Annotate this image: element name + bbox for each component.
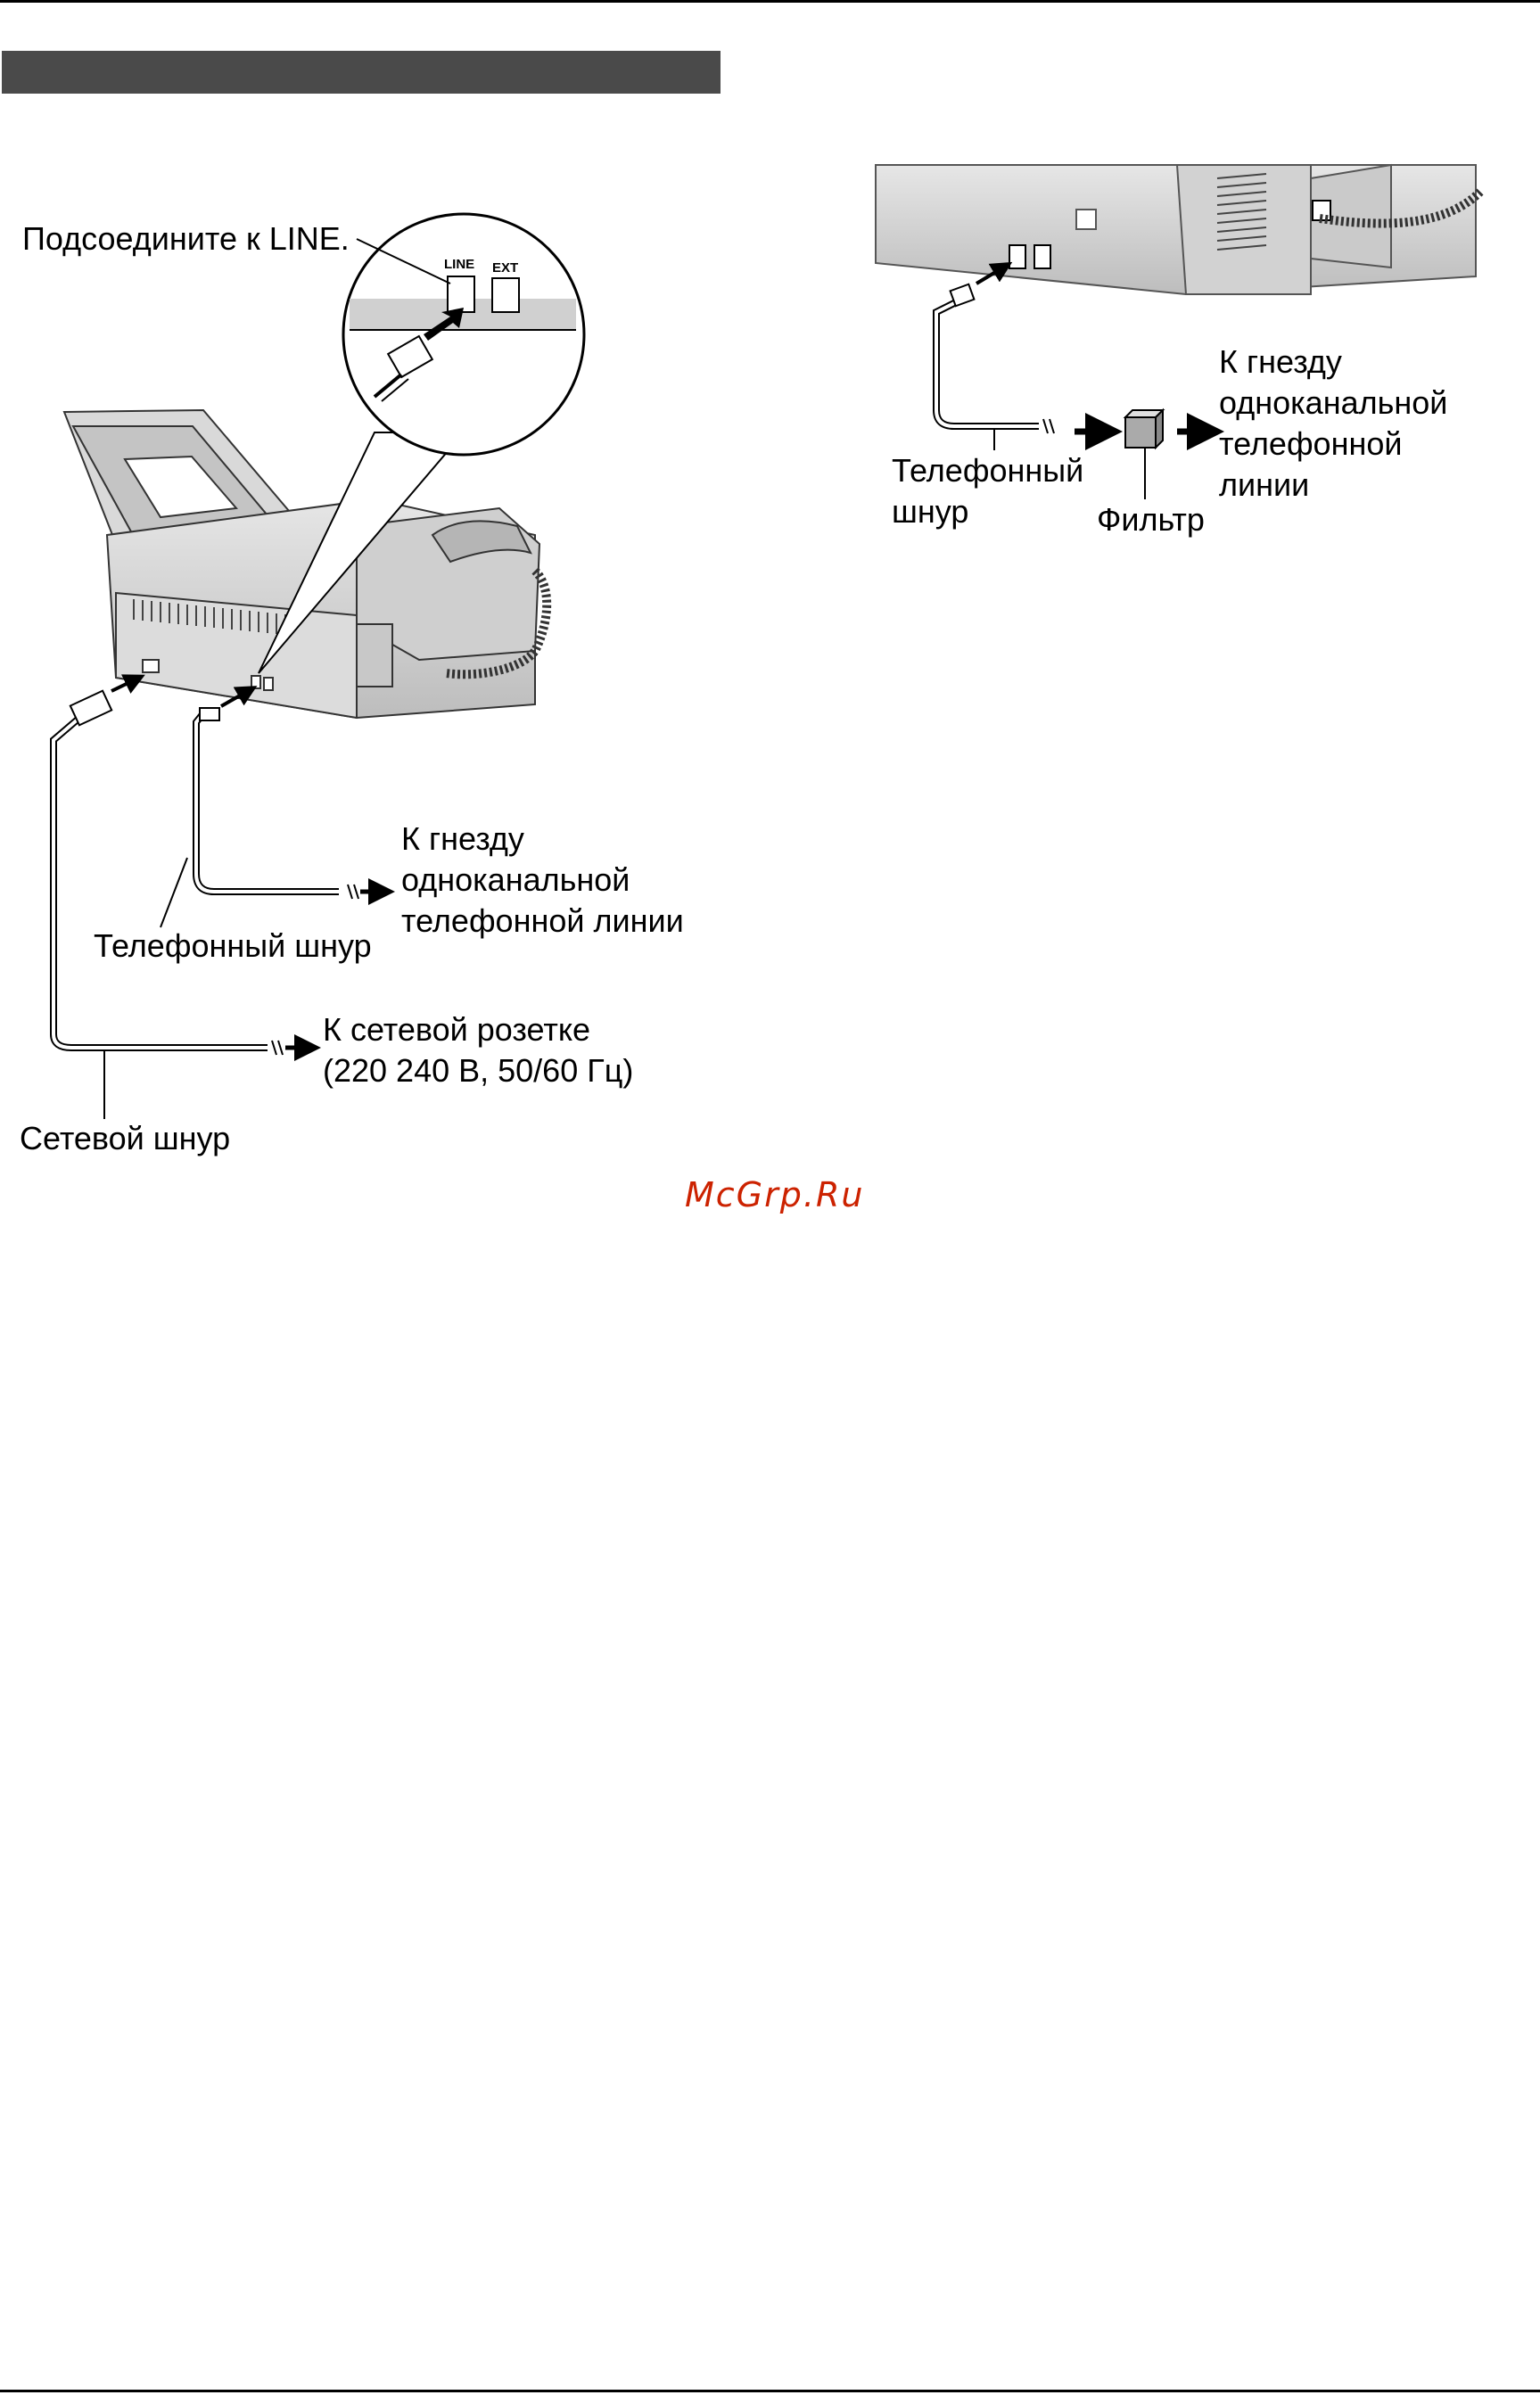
right-destination-line1: К гнезду [1219, 342, 1342, 383]
telephone-cord [161, 691, 382, 927]
watermark: McGrp.Ru [685, 1175, 864, 1214]
power-destination-line1: К сетевой розетке [323, 1009, 590, 1050]
connect-line-label: Подсоедините к LINE. [22, 218, 350, 259]
right-tel-cord-line1: Телефонный [892, 450, 1083, 491]
jack-ext-label: EXT [492, 260, 518, 276]
right-destination-line3: телефонной [1219, 424, 1402, 465]
bottom-rule [0, 2390, 1540, 2392]
fax-rear-closeup-icon [876, 165, 1476, 294]
tel-cord-label: Телефонный шнур [94, 926, 372, 967]
power-cord-label: Сетевой шнур [20, 1118, 230, 1159]
power-destination-line2: (220 240 В, 50/60 Гц) [323, 1050, 633, 1091]
right-destination-line4: линии [1219, 465, 1309, 506]
right-tel-cord-line2: шнур [892, 491, 968, 532]
tel-destination-line3: телефонной линии [401, 901, 684, 942]
filter-label: Фильтр [1097, 499, 1205, 540]
right-destination-line2: одноканальной [1219, 383, 1447, 424]
tel-destination-line1: К гнезду [401, 819, 524, 860]
filter-icon [1125, 410, 1163, 448]
tel-destination-line2: одноканальной [401, 860, 630, 901]
jack-line-label: LINE [444, 257, 474, 273]
power-cord [54, 679, 308, 1119]
